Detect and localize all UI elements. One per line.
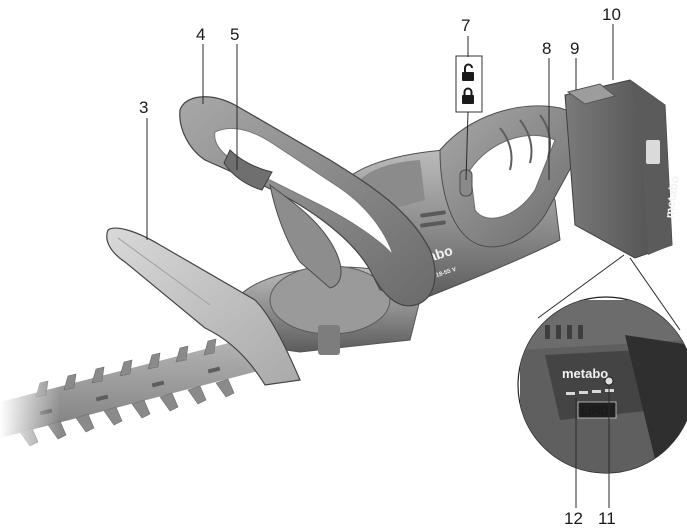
callout-12: 12 (564, 509, 583, 528)
battery-release-button (566, 83, 617, 105)
callout-4: 4 (196, 25, 205, 44)
battery-brand-text: metabo (662, 175, 682, 219)
front-handle-grip-switch (223, 149, 273, 191)
padlock-open-icon (462, 63, 474, 81)
callout-11: 11 (598, 509, 616, 528)
leader-lines (146, 24, 614, 508)
gear-housing (234, 265, 421, 355)
cutting-blade (0, 338, 262, 460)
front-handle (179, 96, 436, 307)
callout-5: 5 (230, 25, 239, 44)
battery-pack: metabo (564, 79, 682, 259)
callout-10: 10 (602, 5, 621, 24)
lihd-badge: LiHD (581, 404, 609, 418)
callout-9: 9 (570, 39, 579, 58)
callout-numbers: 3 4 5 7 8 9 10 12 11 (139, 5, 621, 528)
rear-handle (439, 105, 584, 248)
detail-brand-text: metabo (562, 366, 608, 381)
battery-detail-inset: metabo LiHD (517, 254, 687, 474)
padlock-closed-icon (462, 87, 474, 104)
charge-check-button (604, 376, 614, 386)
callout-8: 8 (542, 39, 551, 58)
hand-guard (106, 227, 301, 386)
callout-3: 3 (139, 98, 148, 117)
callout-7: 7 (461, 16, 470, 35)
lock-switch-symbols (455, 55, 483, 197)
